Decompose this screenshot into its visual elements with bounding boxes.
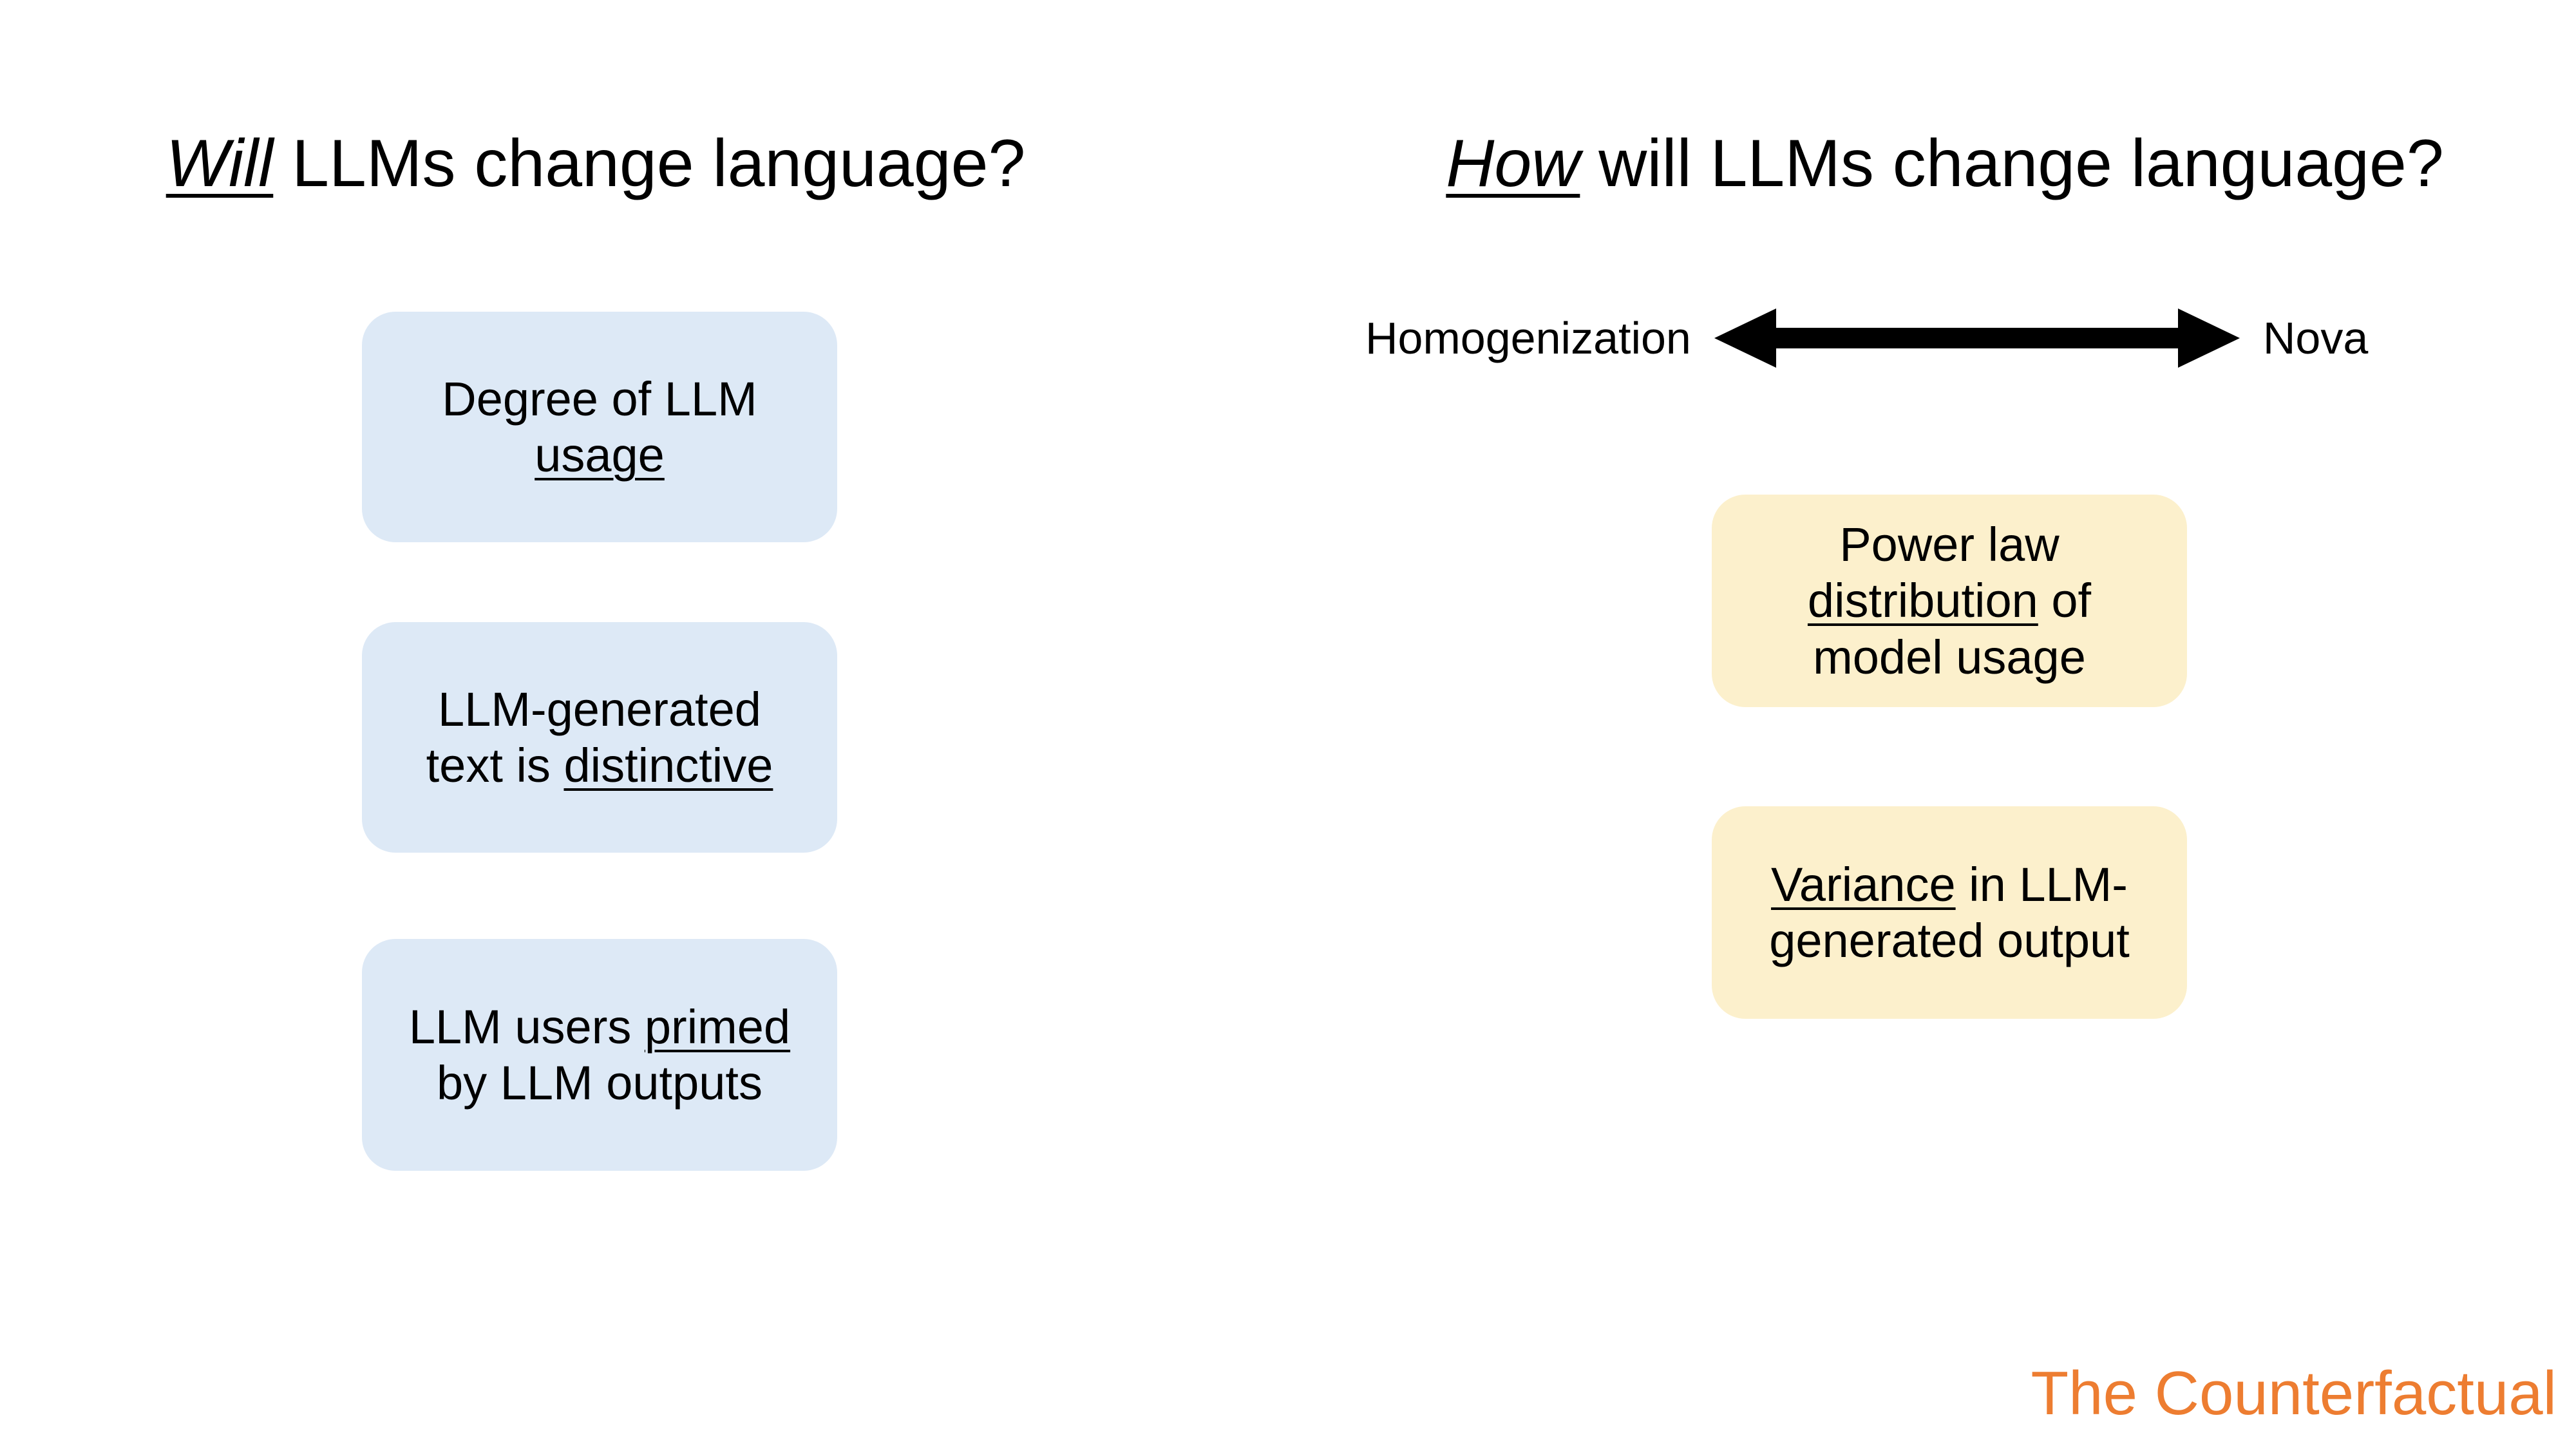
box-line-1: LLM-generated <box>438 682 761 736</box>
concept-box-text: LLM users primed by LLM outputs <box>409 999 790 1112</box>
left-title-rest: LLMs change language? <box>273 126 1026 201</box>
concept-box-variance-in-llm-generated-output[interactable]: Variance in LLM- generated output <box>1712 806 2187 1019</box>
right-title-rest: will LLMs change language? <box>1580 126 2444 201</box>
left-column-title: Will LLMs change language? <box>129 126 1063 201</box>
box-line-2: by LLM outputs <box>437 1056 762 1110</box>
box-line-3: model usage <box>1813 630 2086 684</box>
box-line-1: Power law <box>1839 518 2060 572</box>
concept-box-llm-generated-text-is-distinctive[interactable]: LLM-generated text is distinctive <box>362 622 837 853</box>
spectrum-label-left: Homogenization <box>1365 313 1691 363</box>
spectrum-label-right: Nova <box>2262 313 2369 363</box>
box-line-2: generated output <box>1769 914 2130 967</box>
double-headed-arrow-icon <box>1714 308 2240 368</box>
box-line-1-prefix: LLM users <box>408 999 645 1054</box>
left-title-emphasis: Will <box>166 126 274 201</box>
concept-box-text: Variance in LLM- generated output <box>1769 857 2130 969</box>
box-line-1-underlined: primed <box>644 999 791 1054</box>
concept-box-degree-of-llm-usage[interactable]: Degree of LLM usage <box>362 312 837 542</box>
box-line-2-prefix: text is <box>426 739 564 792</box>
box-line-2-underlined: usage <box>535 428 665 482</box>
concept-box-text: Degree of LLM usage <box>442 371 757 484</box>
homogenization-nova-spectrum: Homogenization Nova <box>1365 303 2473 374</box>
box-line-1-underlined: Variance <box>1771 857 1956 911</box>
concept-box-power-law-distribution-of-model-usage[interactable]: Power law distribution of model usage <box>1712 495 2187 707</box>
right-title-emphasis: How <box>1446 126 1580 201</box>
box-line-1-suffix: in LLM- <box>1955 857 2128 911</box>
concept-box-text: Power law distribution of model usage <box>1808 516 2091 685</box>
right-column-title: How will LLMs change language? <box>1404 126 2486 201</box>
box-line-2-underlined: distinctive <box>564 739 773 792</box>
box-line-2-underlined: distribution <box>1807 574 2038 628</box>
concept-box-llm-users-primed-by-llm-outputs[interactable]: LLM users primed by LLM outputs <box>362 939 837 1171</box>
box-line-1: Degree of LLM <box>442 372 757 426</box>
concept-box-text: LLM-generated text is distinctive <box>426 681 773 794</box>
brand-wordmark: The Counterfactual <box>2031 1359 2557 1428</box>
box-line-2-suffix: of <box>2038 574 2092 628</box>
